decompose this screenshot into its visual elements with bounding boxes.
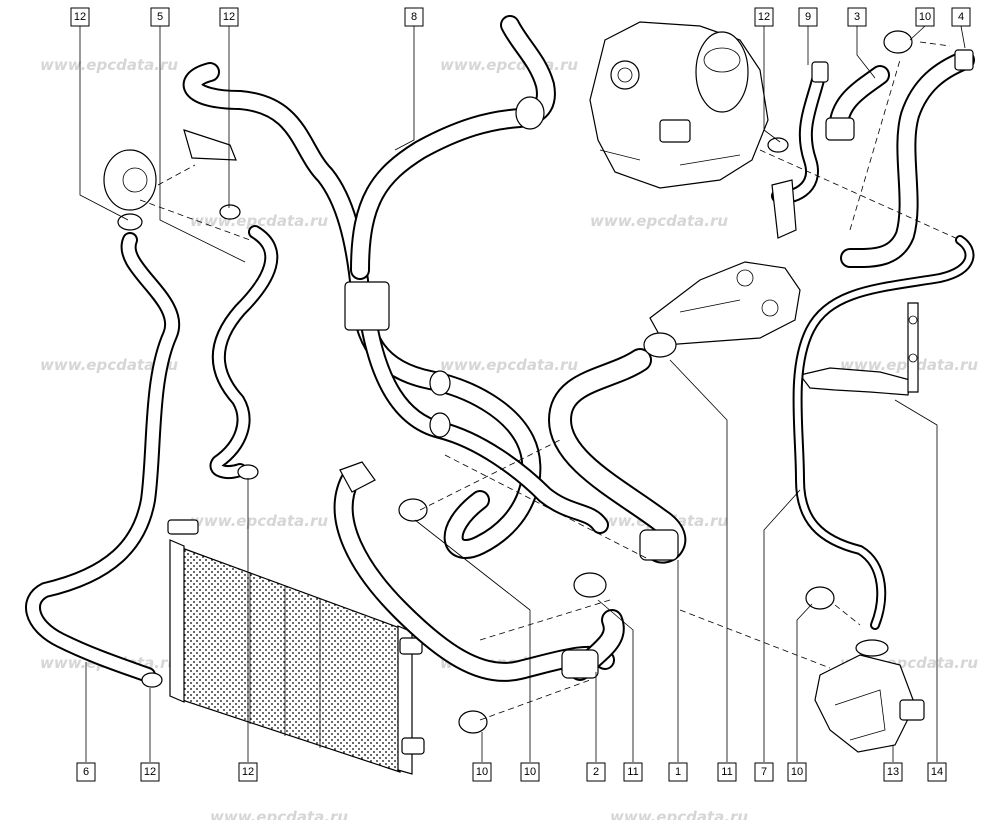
clamp [141, 672, 163, 688]
callout-bottom-1: 6 [76, 762, 96, 782]
svg-text:3: 3 [854, 11, 860, 23]
watermark: www.epcdata.ru [40, 56, 178, 74]
engine-block [589, 21, 769, 189]
callout-bottom-12: 13 [883, 762, 903, 782]
clamp [573, 572, 607, 598]
svg-text:8: 8 [411, 11, 417, 23]
hose-4 [840, 49, 975, 269]
svg-text:14: 14 [931, 766, 943, 778]
hose-2 [561, 609, 625, 681]
callout-top-3: 12 [219, 7, 239, 27]
callout-bottom-6: 2 [586, 762, 606, 782]
clamp [398, 498, 428, 522]
svg-text:11: 11 [627, 766, 638, 778]
throttle-body [103, 129, 237, 211]
svg-text:12: 12 [144, 766, 156, 778]
pipe-bracket [798, 302, 919, 396]
watermark: www.epcdata.ru [440, 356, 578, 374]
assembly-dash-lines [139, 41, 961, 721]
callout-bottom-9: 11 [717, 762, 737, 782]
callout-bottom-2: 12 [140, 762, 160, 782]
clamp [219, 204, 241, 220]
watermark: www.epcdata.ru [590, 212, 728, 230]
callout-top-5: 12 [754, 7, 774, 27]
watermark: www.epcdata.ru [40, 356, 178, 374]
pipe-7 [792, 235, 975, 630]
clamp [883, 30, 913, 54]
svg-text:12: 12 [758, 11, 770, 23]
clamp [767, 137, 789, 153]
watermark: www.epcdata.ru [210, 808, 348, 820]
clamp [458, 710, 488, 734]
clamp [643, 332, 677, 358]
callout-bottom-7: 11 [623, 762, 643, 782]
hose-5 [209, 225, 279, 479]
svg-text:9: 9 [805, 11, 811, 23]
svg-text:10: 10 [791, 766, 803, 778]
svg-text:6: 6 [83, 766, 89, 778]
hose-3 [825, 65, 890, 141]
electric-water-pump [814, 639, 925, 753]
callout-top-6: 9 [798, 7, 818, 27]
callout-bottom-13: 14 [927, 762, 947, 782]
svg-text:10: 10 [476, 766, 488, 778]
callouts-top: 12 5 12 8 12 9 3 10 4 [70, 7, 971, 27]
hose-1 [548, 348, 687, 564]
callout-top-1: 12 [70, 7, 90, 27]
radiator [167, 519, 425, 775]
hose-clamps [117, 30, 913, 734]
callout-bottom-11: 10 [787, 762, 807, 782]
callout-top-4: 8 [404, 7, 424, 27]
hose-8 [182, 15, 609, 559]
svg-text:2: 2 [593, 766, 599, 778]
svg-text:12: 12 [223, 11, 235, 23]
callout-top-8: 10 [915, 7, 935, 27]
clamp [805, 586, 835, 610]
svg-text:1: 1 [675, 766, 681, 778]
svg-text:7: 7 [761, 766, 767, 778]
thermostat-housing [649, 261, 801, 346]
callout-top-2: 5 [150, 7, 170, 27]
svg-text:5: 5 [157, 11, 163, 23]
hose-9 [771, 61, 829, 239]
callout-bottom-5: 10 [520, 762, 540, 782]
callout-bottom-8: 1 [668, 762, 688, 782]
callout-bottom-3: 12 [238, 762, 258, 782]
callout-bottom-4: 10 [472, 762, 492, 782]
callout-top-7: 3 [847, 7, 867, 27]
svg-text:13: 13 [887, 766, 899, 778]
svg-text:12: 12 [242, 766, 254, 778]
watermark: www.epcdata.ru [440, 56, 578, 74]
callout-bottom-10: 7 [754, 762, 774, 782]
svg-text:10: 10 [524, 766, 536, 778]
svg-text:11: 11 [721, 766, 732, 778]
callout-top-9: 4 [951, 7, 971, 27]
callouts-bottom: 6 12 12 10 10 2 11 1 11 7 10 13 14 [76, 762, 947, 782]
svg-text:4: 4 [958, 11, 964, 23]
watermark: www.epcdata.ru [610, 808, 748, 820]
svg-text:12: 12 [74, 11, 86, 23]
leader-lines [79, 25, 966, 762]
hose-6 [25, 232, 181, 683]
watermark: www.epcdata.ru [190, 512, 328, 530]
svg-text:10: 10 [919, 11, 931, 23]
clamp [237, 464, 259, 480]
